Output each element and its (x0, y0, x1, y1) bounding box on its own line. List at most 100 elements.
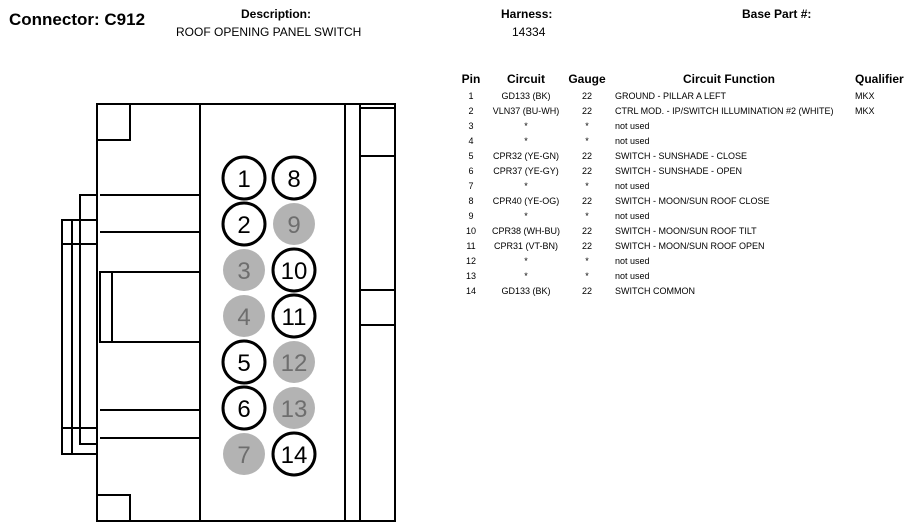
pin-cell: 11 (466, 240, 476, 251)
qualifier-cell (849, 163, 912, 178)
cavity-pin: 10 (271, 247, 317, 293)
cavity-pin: 3 (223, 249, 265, 291)
cavity-label: 6 (237, 396, 250, 423)
function-header: Circuit Function (683, 72, 775, 86)
table-row: 11 CPR31 (VT-BN) 22 SWITCH - MOON/SUN ROOF … (455, 238, 912, 253)
pin-cell: 3 (468, 120, 474, 131)
cavity-label: 9 (287, 212, 300, 239)
cavity-pin: 6 (221, 385, 267, 431)
pin-cell: 5 (468, 150, 474, 161)
cavity-circle (273, 387, 315, 429)
cavity-circle (273, 341, 315, 383)
cavity-label: 1 (237, 166, 250, 193)
cavity-circle (273, 203, 315, 245)
circuit-cell: * (524, 120, 528, 131)
qualifier-cell (849, 208, 912, 223)
gauge-cell: 22 (581, 165, 592, 176)
connector-title: Connector: C912 (9, 10, 146, 29)
cavity-pin: 13 (273, 387, 315, 429)
description-label: Description: (241, 7, 312, 21)
cavity-label: 14 (281, 442, 308, 469)
cavity-circle (271, 431, 317, 477)
gauge-cell: 22 (581, 285, 592, 296)
gauge-cell: 22 (581, 195, 592, 206)
cavity-pin: 7 (223, 433, 265, 475)
cavity-pin: 8 (271, 155, 317, 201)
circuit-cell: GD133 (BK) (501, 285, 551, 296)
gauge-cell: 22 (581, 105, 592, 116)
cavity-label: 3 (237, 258, 250, 285)
cavity-pin: 5 (221, 339, 267, 385)
gauge-cell: 22 (581, 150, 592, 161)
harness-value: 14334 (512, 25, 546, 39)
table-row: 12**not used (455, 253, 912, 268)
cavity-pin: 14 (271, 431, 317, 477)
pin-cell: 2 (468, 105, 474, 116)
qualifier-cell (849, 178, 912, 193)
function-cell: SWITCH - MOON/SUN ROOF OPEN (615, 240, 765, 251)
qualifier-cell (849, 283, 912, 298)
cavity-pin: 9 (273, 203, 315, 245)
cavity-circle (223, 295, 265, 337)
qualifier-cell (849, 193, 912, 208)
cavity-circle (221, 385, 267, 431)
function-cell: SWITCH - SUNSHADE - OPEN (615, 165, 743, 176)
circuit-cell: GD133 (BK) (501, 90, 551, 101)
base-part-label: Base Part #: (742, 7, 812, 21)
gauge-cell: * (585, 255, 589, 266)
pin-cell: 14 (465, 285, 476, 296)
qualifier-cell (849, 238, 912, 253)
circuit-cell: CPR31 (VT-BN) (493, 240, 558, 251)
circuit-cell: VLN37 (BU-WH) (492, 105, 560, 116)
pin-cell: 4 (468, 135, 474, 146)
cavity-circle (223, 433, 265, 475)
cavity-circle (271, 155, 317, 201)
pin-cell: 8 (468, 195, 474, 206)
table-row: 9**not used (455, 208, 912, 223)
circuit-cell: CPR38 (WH-BU) (491, 225, 560, 236)
qualifier-cell (849, 148, 912, 163)
cavity-pin: 12 (273, 341, 315, 383)
circuit-cell: * (524, 210, 528, 221)
qualifier-cell (849, 268, 912, 283)
pin-cell: 6 (468, 165, 474, 176)
gauge-cell: 22 (581, 90, 592, 101)
function-cell: not used (615, 210, 650, 221)
gauge-cell: * (585, 135, 589, 146)
cavity-label: 8 (287, 166, 300, 193)
connector-housing (61, 103, 396, 522)
gauge-cell: * (585, 270, 589, 281)
cavity-label: 13 (281, 396, 308, 423)
pin-cell: 7 (468, 180, 474, 191)
function-cell: GROUND - PILLAR A LEFT (615, 90, 727, 101)
pin-cell: 12 (465, 255, 476, 266)
table-row: 6 CPR37 (YE-GY) 22 SWITCH - SUNSHADE - OPEN (455, 163, 912, 178)
circuit-cell: * (524, 270, 528, 281)
pin-table: Pin Circuit Gauge Circuit Function Quali… (455, 72, 912, 298)
circuit-cell: CPR37 (YE-GY) (493, 165, 559, 176)
cavity-pin: 1 (221, 155, 267, 201)
function-cell: SWITCH - MOON/SUN ROOF TILT (615, 225, 757, 236)
circuit-cell: * (524, 255, 528, 266)
gauge-cell: 22 (581, 240, 592, 251)
function-cell: CTRL MOD. - IP/SWITCH ILLUMINATION #2 (W… (615, 105, 834, 116)
cavity-label: 5 (237, 350, 250, 377)
qualifier-cell: MKX (855, 105, 875, 116)
qualifier-cell (849, 253, 912, 268)
cavity-label: 4 (237, 304, 250, 331)
qualifier-header: Qualifier (855, 72, 904, 86)
harness-label: Harness: (501, 7, 553, 21)
cavity-pin: 11 (271, 293, 317, 339)
function-cell: not used (615, 180, 650, 191)
cavity-label: 12 (281, 350, 308, 377)
gauge-cell: * (585, 120, 589, 131)
cavity-circle (271, 293, 317, 339)
qualifier-cell (849, 118, 912, 133)
circuit-cell: * (524, 135, 528, 146)
pin-cell: 1 (468, 90, 474, 101)
circuit-cell: CPR32 (YE-GN) (492, 150, 559, 161)
